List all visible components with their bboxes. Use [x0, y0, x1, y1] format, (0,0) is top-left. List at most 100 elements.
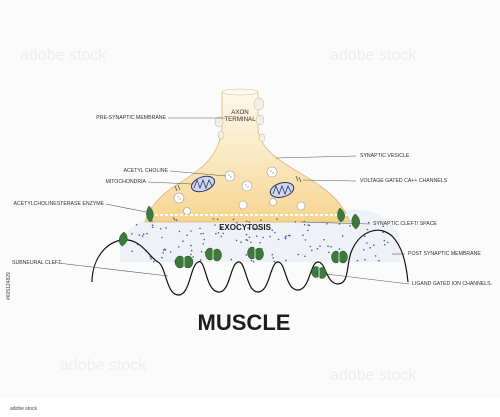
acetylcholine-dot	[302, 234, 304, 236]
synaptic-vesicle-label: SYNAPTIC VESICLE	[360, 153, 410, 159]
acetylcholine-dot	[276, 218, 278, 220]
acetylcholine-dot	[131, 250, 133, 253]
muscle-title: MUSCLE	[198, 310, 291, 335]
enzyme-icon	[351, 213, 360, 230]
acetylcholine-dot	[246, 239, 249, 242]
stock-id-text: #605124829	[6, 272, 12, 300]
enzyme-icon	[337, 207, 345, 223]
axon-bumps	[214, 97, 266, 143]
acetylcholine-dot	[308, 224, 311, 227]
vesicle-icon	[241, 180, 253, 192]
acetylcholine-dot	[338, 223, 341, 225]
acetylcholine-dot	[142, 233, 145, 235]
acetylcholine-dot	[131, 233, 133, 235]
leader-line	[57, 262, 169, 277]
exocytosis-label: EXOCYTOSIS	[219, 223, 272, 232]
acetylcholine-dot	[172, 217, 175, 219]
vesicle-icon	[238, 200, 248, 210]
acetylcholine-dot	[236, 227, 239, 229]
acetylcholine-dot	[138, 234, 141, 236]
acetyl-choline-label: ACETYL CHOLINE	[124, 168, 169, 174]
axon-label-line2: TERMINAL	[224, 116, 256, 123]
acetylcholine-dot	[178, 230, 181, 233]
acetylcholine-dot	[203, 238, 205, 241]
leader-line	[299, 221, 371, 225]
acetylcholine-dot	[232, 218, 235, 221]
acetylcholine-dot	[182, 240, 184, 242]
acetylcholine-dot	[294, 221, 297, 223]
acetylcholine-dot	[250, 241, 252, 244]
acetylcholine-dot	[373, 244, 375, 246]
watermark-text-1: adobe stock	[20, 47, 107, 64]
acetylcholine-dot	[259, 241, 261, 244]
acetylcholine-dot	[271, 253, 274, 256]
acetylcholine-dot	[248, 236, 251, 239]
receptor-icon	[205, 247, 222, 262]
acetylcholine-dot	[311, 249, 313, 252]
leader-line	[147, 181, 193, 185]
acetylcholine-dot	[374, 255, 377, 257]
acetylcholinesterase-label: ACETYLCHOLINESTERASE ENZYME	[13, 201, 104, 207]
acetylcholine-dot	[200, 250, 203, 253]
acetylcholine-dot	[285, 259, 287, 262]
acetylcholine-dot	[327, 245, 329, 247]
watermark-text-2: adobe stock	[330, 47, 417, 64]
acetylcholine-dot	[378, 259, 380, 262]
acetylcholine-dot	[162, 252, 164, 254]
acetylcholine-dot	[366, 228, 369, 231]
stock-footer: adobe stock #605124829	[0, 272, 500, 417]
acetylcholine-dot	[245, 233, 248, 236]
acetylcholine-dot	[382, 225, 385, 228]
acetylcholine-dot	[245, 254, 248, 256]
acetylcholine-dot	[222, 232, 224, 235]
acetylcholine-dot	[245, 239, 247, 241]
leader-line	[302, 179, 357, 182]
acetylcholine-dot	[164, 248, 166, 250]
leader-line	[325, 273, 410, 285]
vesicle-icon	[224, 170, 236, 182]
acetylcholine-dot	[161, 256, 163, 259]
acetylcholine-dot	[277, 238, 280, 241]
acetylcholine-dot	[261, 227, 263, 230]
acetylcholine-dot	[202, 232, 204, 235]
axon-top	[221, 88, 259, 96]
acetylcholine-dot	[190, 244, 192, 247]
pre-synaptic-membrane-label: PRE-SYNAPTIC MEMBRANE	[96, 115, 166, 121]
enzyme-icon	[119, 231, 128, 247]
acetylcholine-dot	[214, 224, 216, 226]
watermark-text-4: adobe stock	[330, 367, 417, 384]
acetylcholine-dot	[159, 227, 162, 230]
acetylcholine-dot	[271, 229, 274, 232]
acetylcholine-dot	[262, 236, 264, 239]
acetylcholine-dot	[220, 235, 222, 238]
acetylcholine-dot	[272, 257, 274, 259]
acetylcholine-dot	[364, 258, 366, 261]
acetylcholine-dot	[250, 259, 253, 262]
acetylcholine-dot	[304, 239, 307, 241]
mitochondrion-icon	[190, 175, 216, 193]
acetylcholine-dot	[328, 251, 330, 254]
acetylcholine-dot	[284, 236, 287, 239]
acetylcholine-dot	[151, 220, 153, 222]
vesicle-icon	[269, 198, 277, 206]
acetylcholine-dot	[212, 218, 215, 220]
post-synaptic-membrane-label: POST SYNAPTIC MEMBRANE	[408, 251, 481, 257]
acetylcholine-dot	[255, 235, 258, 237]
acetylcholine-dot	[349, 225, 351, 227]
acetylcholine-dot	[367, 221, 370, 224]
receptor-icon	[247, 246, 264, 261]
receptor-icon	[174, 254, 194, 270]
acetylcholine-dot	[152, 226, 154, 229]
acetylcholine-dot	[307, 229, 309, 232]
acetylcholine-dot	[326, 223, 328, 225]
acetylcholine-dot	[269, 235, 271, 238]
acetylcholine-dot	[384, 244, 386, 246]
acetylcholine-dot	[141, 235, 144, 237]
acetylcholine-dot	[202, 243, 204, 245]
acetylcholine-dot	[186, 234, 188, 237]
acetylcholine-dot	[146, 232, 148, 235]
acetylcholine-dot	[341, 235, 344, 237]
acetylcholine-dot	[151, 224, 154, 226]
